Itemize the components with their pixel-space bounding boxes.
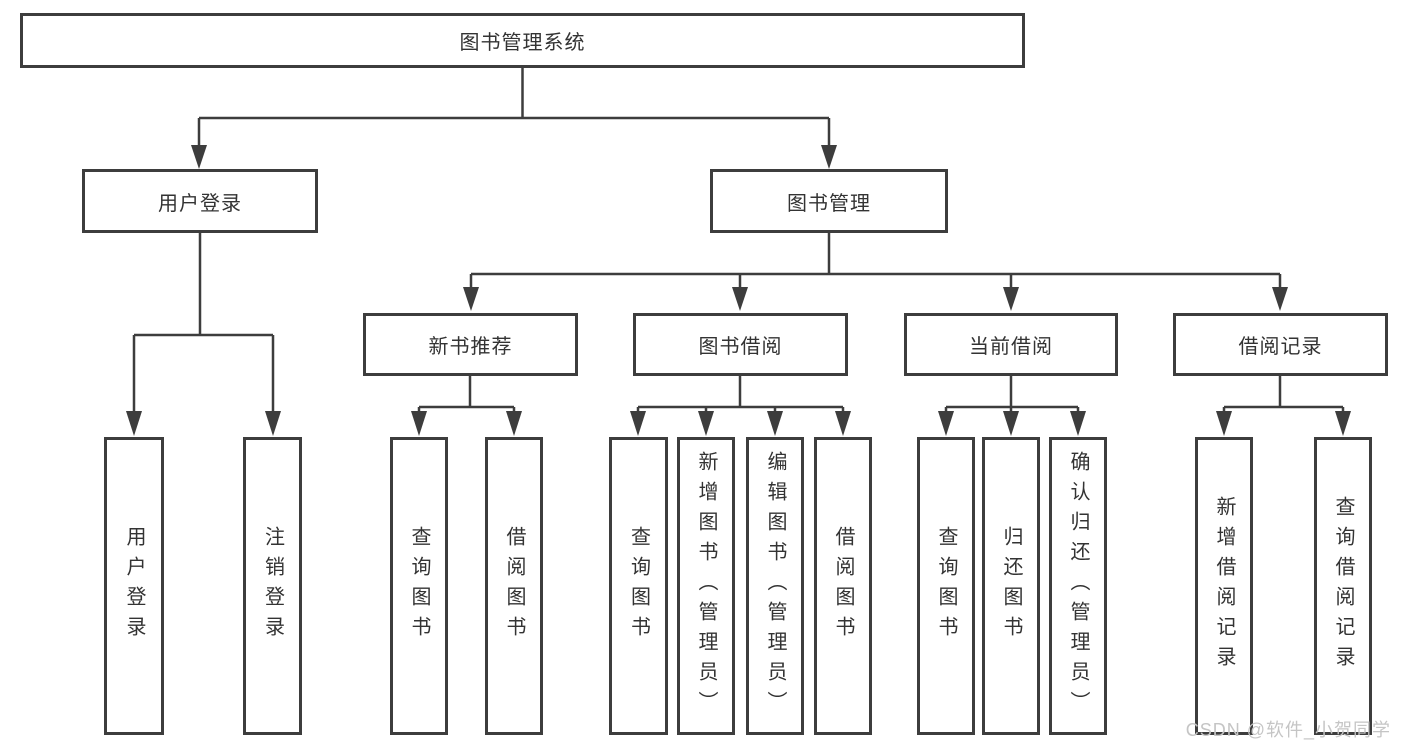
leaf-query-books-borrow-label: 查询图书: [627, 526, 650, 646]
node-user-login: 用户登录: [82, 169, 318, 233]
leaf-borrow-books-newbook: 借阅图书: [485, 437, 543, 735]
arrowhead: [698, 411, 714, 436]
node-book-borrow-label: 图书借阅: [698, 336, 783, 358]
arrowhead: [1003, 411, 1019, 436]
leaf-confirm-return-admin-label: 确认归还（管理员）: [1067, 451, 1089, 721]
arrowhead: [265, 411, 281, 436]
connector-userlogin-to-leaves: [132, 233, 275, 412]
connector-root-to-level1: [197, 68, 831, 147]
leaf-query-books-newbook-label: 查询图书: [408, 526, 430, 646]
node-book-management: 图书管理: [710, 169, 948, 233]
leaf-logout-label: 注销登录: [261, 526, 284, 646]
arrowhead: [463, 287, 479, 311]
leaf-logout: 注销登录: [243, 437, 302, 735]
arrowhead: [1335, 411, 1351, 436]
connector-borrow-to-leaves: [636, 376, 845, 413]
arrowhead: [1003, 287, 1019, 311]
watermark: CSDN @软件_小贺同学: [1185, 720, 1391, 740]
node-current-borrow-label: 当前借阅: [969, 336, 1053, 358]
leaf-add-book-admin-label: 新增图书（管理员）: [695, 451, 717, 721]
leaf-query-borrow-record: 查询借阅记录: [1314, 437, 1372, 735]
arrowhead: [938, 411, 954, 436]
arrowhead: [506, 411, 522, 436]
arrowhead: [126, 411, 142, 436]
arrowhead: [1070, 411, 1086, 436]
arrowhead: [191, 145, 207, 169]
leaf-return-book-label: 归还图书: [1000, 526, 1022, 646]
leaf-borrow-books-borrow-label: 借阅图书: [832, 526, 854, 646]
arrowhead: [835, 411, 851, 436]
node-user-login-label: 用户登录: [158, 192, 242, 215]
leaf-edit-book-admin: 编辑图书（管理员）: [746, 437, 804, 735]
arrowhead: [411, 411, 427, 436]
connector-records-to-leaves: [1222, 376, 1345, 413]
leaf-query-books-current: 查询图书: [917, 437, 975, 735]
node-borrow-records-label: 借阅记录: [1238, 336, 1323, 358]
leaf-query-borrow-record-label: 查询借阅记录: [1332, 496, 1354, 676]
leaf-return-book: 归还图书: [982, 437, 1040, 735]
arrowhead: [821, 145, 837, 169]
leaf-query-books-borrow: 查询图书: [609, 437, 668, 735]
leaf-query-books-newbook: 查询图书: [390, 437, 448, 735]
node-borrow-records: 借阅记录: [1173, 313, 1388, 376]
connector-mgmt-to-modules: [469, 233, 1282, 289]
arrowheads: [126, 145, 1351, 436]
connector-current-to-leaves: [944, 376, 1080, 413]
leaf-user-login-label: 用户登录: [123, 526, 145, 646]
connector-newbook-to-leaves: [417, 376, 516, 413]
node-current-borrow: 当前借阅: [904, 313, 1118, 376]
node-library-system: 图书管理系统: [20, 13, 1025, 68]
leaf-confirm-return-admin: 确认归还（管理员）: [1049, 437, 1107, 735]
leaf-add-borrow-record-label: 新增借阅记录: [1213, 496, 1235, 676]
leaf-borrow-books-newbook-label: 借阅图书: [503, 526, 525, 646]
leaf-edit-book-admin-label: 编辑图书（管理员）: [764, 451, 786, 721]
node-book-management-label: 图书管理: [787, 192, 871, 215]
leaf-add-borrow-record: 新增借阅记录: [1195, 437, 1253, 735]
node-book-borrow: 图书借阅: [633, 313, 848, 376]
arrowhead: [1272, 287, 1288, 311]
arrowhead: [1216, 411, 1232, 436]
leaf-add-book-admin: 新增图书（管理员）: [677, 437, 735, 735]
arrowhead: [630, 411, 646, 436]
leaf-query-books-current-label: 查询图书: [935, 526, 957, 646]
arrowhead: [767, 411, 783, 436]
node-new-book-recommend-label: 新书推荐: [428, 336, 513, 358]
node-library-system-label: 图书管理系统: [459, 32, 586, 54]
arrowhead: [732, 287, 748, 311]
leaf-borrow-books-borrow: 借阅图书: [814, 437, 872, 735]
leaf-user-login: 用户登录: [104, 437, 164, 735]
node-new-book-recommend: 新书推荐: [363, 313, 578, 376]
